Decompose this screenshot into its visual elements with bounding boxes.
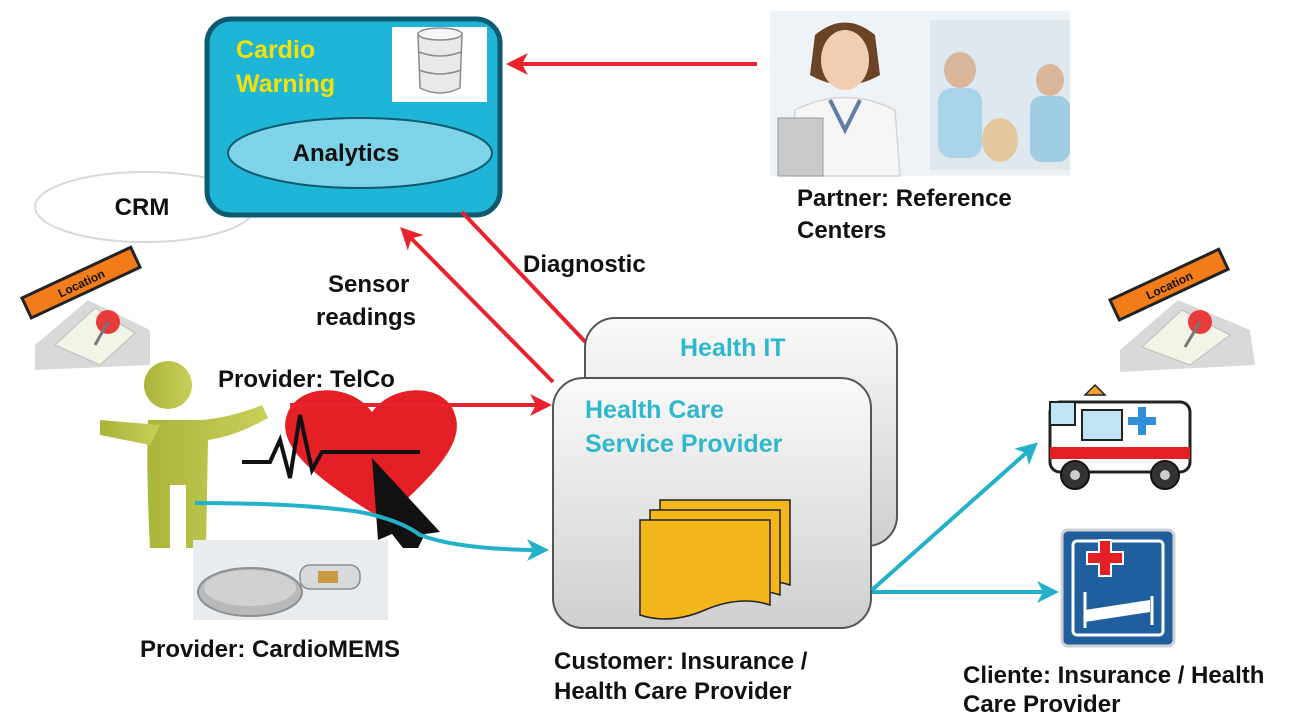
cardiomems-sensor-photo xyxy=(193,540,388,620)
cliente-label-line1: Cliente: Insurance / Health xyxy=(963,662,1264,689)
sensor-readings-arrow xyxy=(400,227,555,384)
sensor-label-line1: Sensor xyxy=(328,271,409,298)
partner-label-line2: Centers xyxy=(797,217,886,244)
database-icon xyxy=(392,27,487,102)
cardio-warning-title-line1: Cardio xyxy=(236,36,315,64)
health-it-label: Health IT xyxy=(680,334,786,362)
partner-label-line1: Partner: Reference xyxy=(797,185,1012,212)
customer-label-line2: Health Care Provider xyxy=(554,678,791,705)
heart-monitor-icon xyxy=(242,390,457,548)
sensor-label-line2: readings xyxy=(316,304,416,331)
cardio-warning-box: Cardio Warning Analytics xyxy=(204,16,503,218)
cardio-warning-title-line2: Warning xyxy=(236,70,335,98)
location-badge-right: Location xyxy=(1108,247,1255,372)
partner-photo xyxy=(770,11,1070,177)
health-care-provider-box: Health Care Service Provider xyxy=(552,377,872,629)
cliente-label-line2: Care Provider xyxy=(963,691,1120,717)
crm-label: CRM xyxy=(115,194,170,221)
patient-figure xyxy=(100,361,268,548)
to-ambulance-arrow xyxy=(870,442,1038,592)
ambulance-icon xyxy=(1048,383,1192,490)
analytics-label: Analytics xyxy=(293,140,400,167)
provider-cardiomems-label: Provider: CardioMEMS xyxy=(140,636,400,663)
location-badge-left: Location xyxy=(20,245,150,370)
hospital-sign-icon xyxy=(1060,528,1176,648)
customer-label-line1: Customer: Insurance / xyxy=(554,648,808,675)
provider-telco-label: Provider: TelCo xyxy=(218,366,395,393)
documents-icon xyxy=(639,499,791,620)
health-care-label-line1: Health Care xyxy=(585,396,724,424)
patient-to-provider-arrow xyxy=(194,501,549,561)
health-care-label-line2: Service Provider xyxy=(585,430,783,458)
diagnostic-label: Diagnostic xyxy=(523,251,646,278)
